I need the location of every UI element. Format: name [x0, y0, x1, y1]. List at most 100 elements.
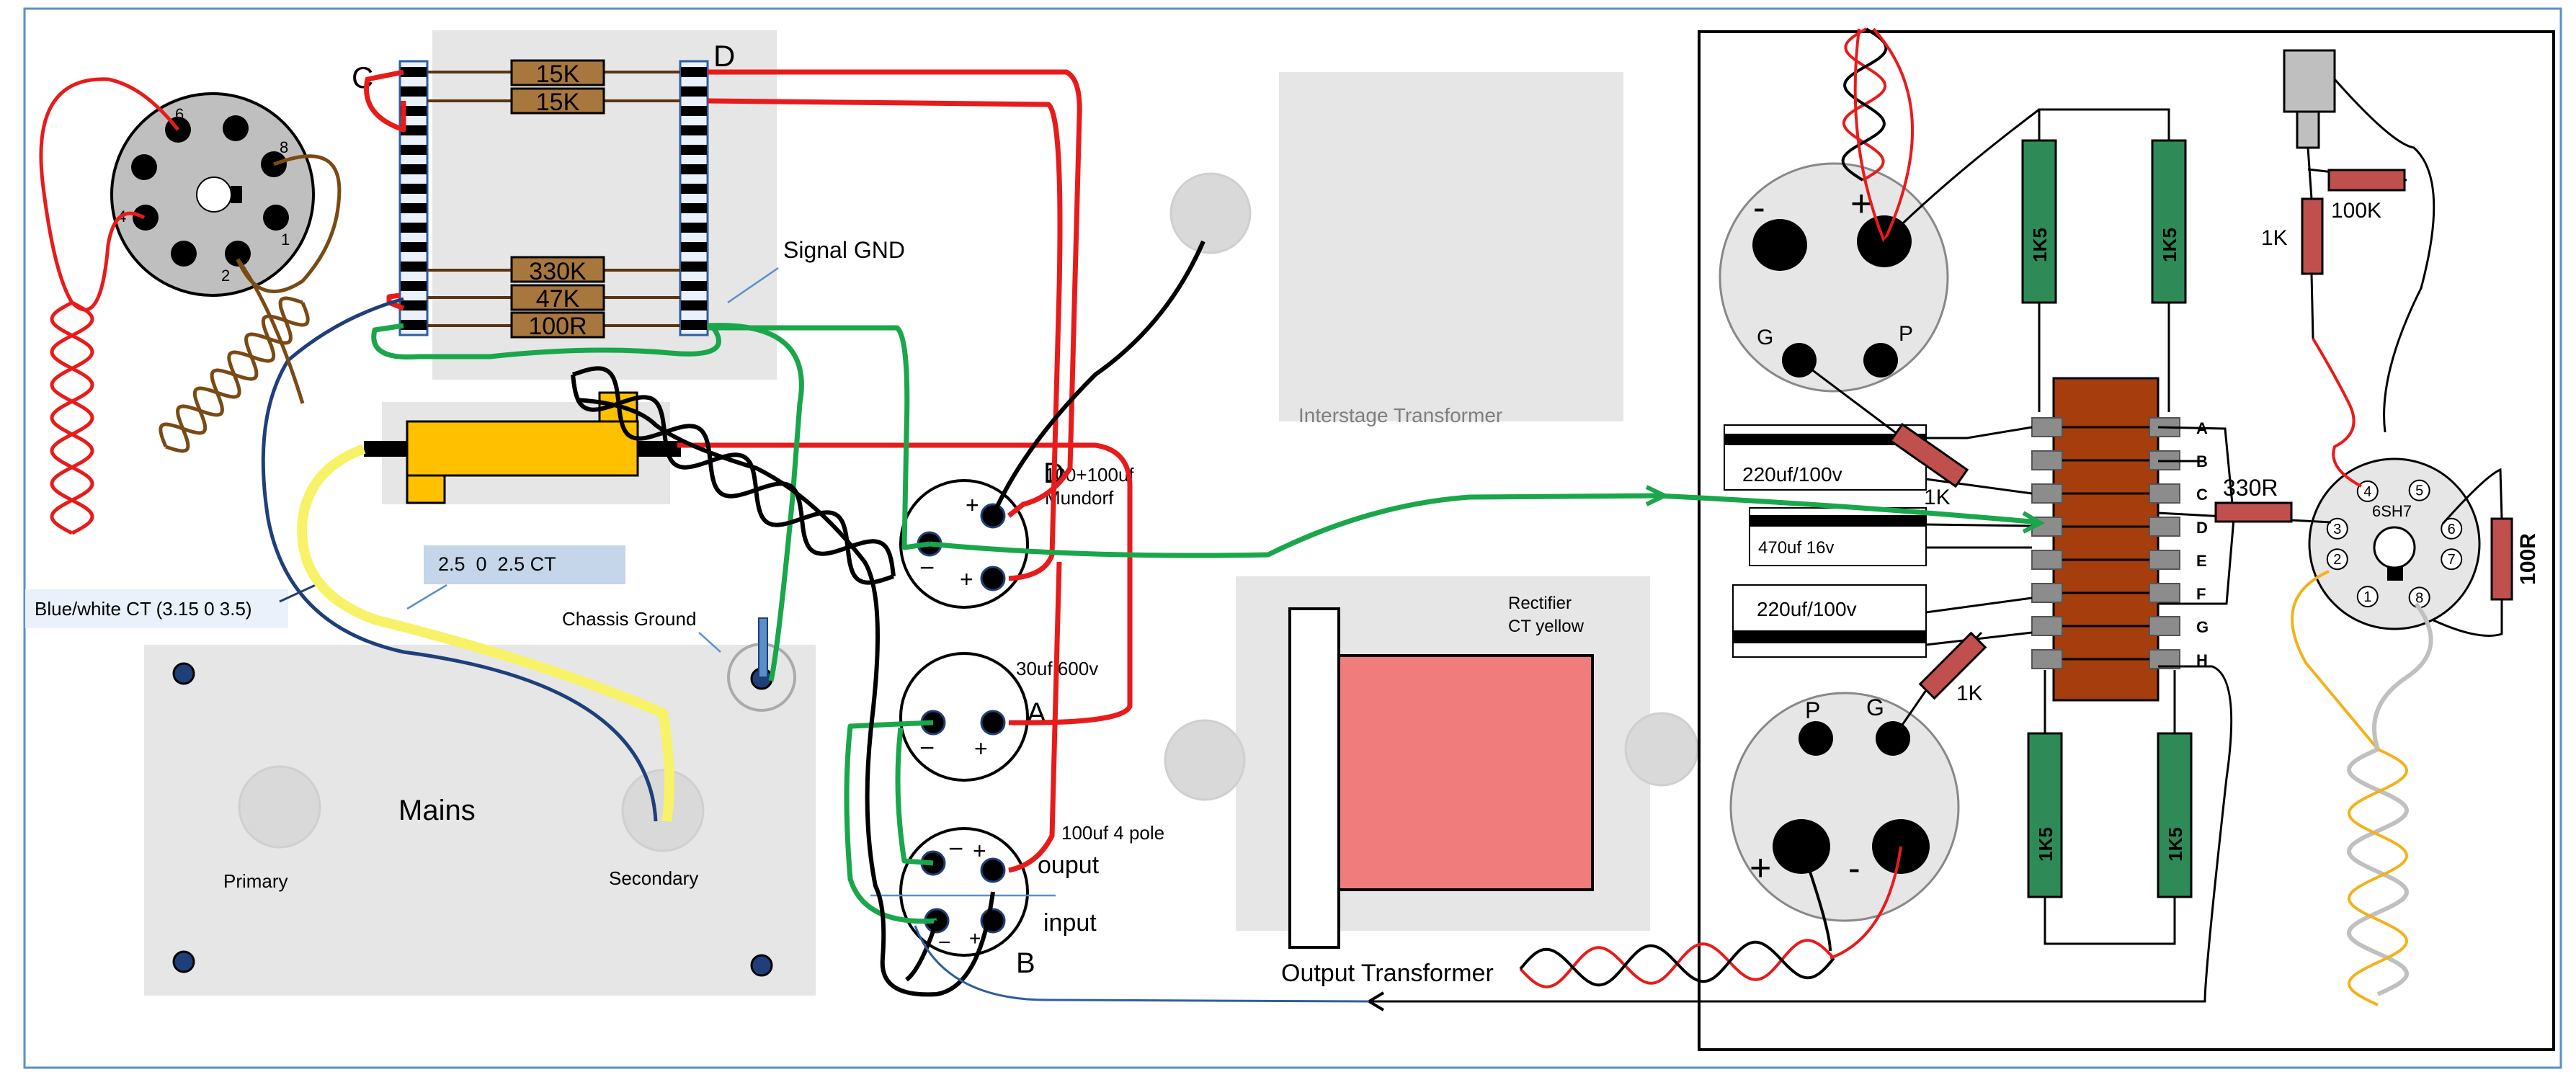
resistor-value: 1K5 — [2159, 228, 2180, 262]
cap-b-minus: − — [948, 834, 963, 863]
cap-lead-left — [364, 441, 407, 457]
cap-b-plus: + — [973, 838, 986, 864]
pot-leads — [2307, 79, 2435, 433]
strip-tab — [401, 320, 427, 330]
strip-tab — [401, 164, 427, 174]
socket-label: - — [1753, 187, 1765, 228]
tube-pin-label: 2 — [2333, 552, 2341, 568]
filament-ct-arrow — [406, 584, 447, 610]
wire-twist-red — [50, 300, 94, 535]
cap-value: 470uf 16v — [1758, 538, 1834, 558]
wire-black-top-to-resistor — [1883, 108, 2040, 243]
tube-pin — [2356, 586, 2379, 608]
resistor-1k-pot: 1K — [2261, 197, 2324, 275]
resistor-value: 1K5 — [2029, 228, 2051, 262]
strip-lug — [2031, 616, 2063, 636]
resistor-value: 100K — [2331, 199, 2381, 223]
socket-label: P — [1805, 697, 1820, 723]
strip-tab — [401, 203, 427, 213]
strip-row-label: F — [2196, 585, 2206, 603]
resistor-icon — [2027, 732, 2063, 898]
strip-row-label: D — [2196, 519, 2208, 537]
socket-pin — [1752, 219, 1807, 271]
strip-lug — [2149, 550, 2180, 570]
resistor-icon — [2157, 732, 2193, 898]
strip-row-label: H — [2196, 651, 2208, 669]
resistor-1k5-lower-right: 1K5 — [2157, 732, 2193, 898]
socket-label: + — [1750, 847, 1771, 889]
strip-tab — [401, 106, 427, 116]
wire-red-octal — [39, 77, 179, 312]
arrow-interstage-green — [1645, 485, 1670, 506]
resistor-1k5-upper-right: 1K5 — [2151, 139, 2187, 304]
tube-pin — [2408, 479, 2430, 501]
socket-label: + — [1850, 183, 1872, 225]
wires-blue — [261, 297, 658, 822]
rectifier-label: Rectifier — [1508, 594, 1572, 613]
cap-lead-right — [634, 441, 681, 457]
cap-b-output: ouput — [1038, 852, 1100, 879]
tube-pin-label: 7 — [2448, 552, 2456, 568]
capacitor-icon — [406, 420, 639, 477]
cap-stripe — [1724, 434, 1926, 445]
output-mount-circle — [1164, 719, 1246, 801]
strip-tab — [401, 300, 427, 311]
socket-pin — [1863, 343, 1898, 378]
potentiometer-icon — [2283, 49, 2336, 113]
wire-gray-tube — [2372, 602, 2433, 750]
primary-label: Primary — [223, 870, 288, 892]
strip-tab — [401, 262, 427, 272]
mains-mount-hole — [750, 954, 773, 977]
tube-pin — [2441, 548, 2463, 571]
resistor-icon — [2301, 197, 2324, 275]
strip-tab — [681, 281, 707, 291]
strip-tab — [681, 125, 707, 135]
tube-pin-label: 1 — [2363, 589, 2371, 605]
resistor-icon — [2021, 139, 2057, 304]
wire-twist-black — [1841, 27, 1888, 182]
resistor-15k-2: 15K — [427, 87, 680, 116]
cap-a-terminal — [980, 710, 1006, 736]
resistor-1k5-upper-left: 1K5 — [2021, 139, 2057, 304]
cap-stripe — [1750, 515, 1926, 527]
resistor-icon — [2151, 139, 2187, 304]
wire-brown-octal — [236, 154, 342, 404]
mains-mount-hole — [172, 950, 195, 973]
strip-tab — [681, 164, 707, 174]
socket-label: P — [1899, 322, 1913, 346]
wire-twist-black — [571, 374, 894, 585]
resistor-value: 1K — [1924, 486, 1951, 509]
chassis-ground-label: Chassis Ground — [562, 608, 696, 630]
strip-row-label: E — [2196, 552, 2207, 570]
octal-pin — [263, 205, 289, 231]
cap-b-plus: + — [969, 927, 981, 950]
ground-lug-tab — [758, 617, 768, 678]
octal-pin — [171, 241, 197, 267]
cap-tab-bottom — [406, 474, 446, 504]
primary-terminal — [238, 765, 321, 849]
strip-lug — [2031, 583, 2063, 603]
resistor-icon — [2490, 517, 2513, 601]
resistor-1k-upper: 1K — [1799, 359, 1969, 509]
resistor-value: 100R — [528, 313, 587, 340]
cap-value: 220uf/100v — [1757, 598, 1857, 620]
resistor-lead — [2431, 468, 2503, 637]
wire-twist-red — [50, 300, 94, 535]
secondary-label: Secondary — [609, 867, 698, 889]
cap-d-value: Mundorf — [1045, 487, 1114, 509]
output-transformer-label: Output Transformer — [1281, 960, 1494, 987]
resistor-330k: 330K — [427, 256, 680, 285]
wire-twist-black — [572, 366, 896, 577]
resistor-1k5-lower-left: 1K5 — [2027, 732, 2063, 898]
wire-output-black — [1800, 846, 1832, 952]
tube-pin — [2326, 517, 2348, 540]
filament-ct-callout — [424, 545, 625, 584]
strip-tab — [401, 86, 427, 97]
strip-tab — [681, 320, 707, 330]
blue-white-ct-label: Blue/white CT (3.15 0 3.5) — [35, 598, 252, 620]
resistor-value: 330K — [529, 258, 587, 285]
mains-mount-hole — [172, 662, 195, 685]
strip-tab — [681, 300, 707, 311]
resistor-value: 47K — [536, 285, 580, 313]
mains-label: Mains — [398, 795, 476, 826]
